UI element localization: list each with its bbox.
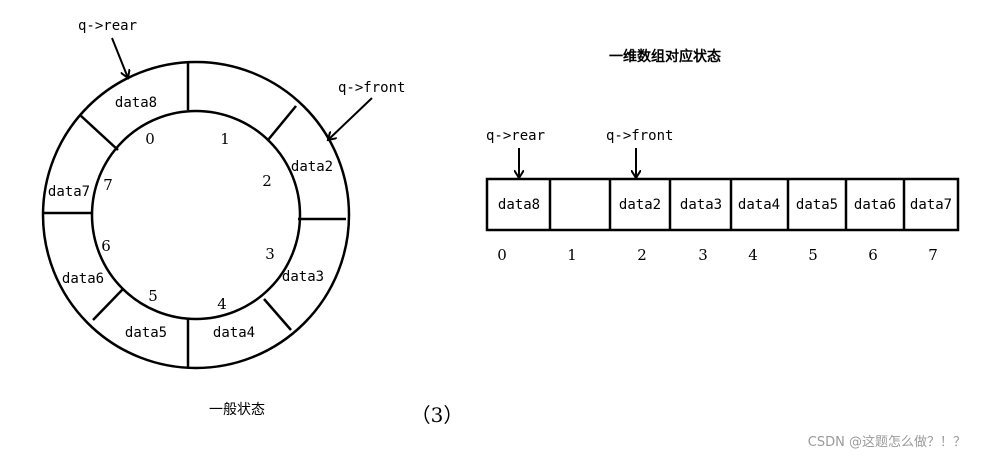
array-front-label: q->front: [606, 128, 673, 144]
array-index-label: 2: [637, 246, 647, 264]
array-index-label: 5: [808, 246, 818, 264]
array-cell-label: data7: [910, 197, 952, 213]
divider-3-4: [263, 298, 292, 331]
array-index-label: 6: [868, 246, 878, 264]
array-title: 一维数组对应状态: [609, 48, 721, 65]
ring-segment-label: data5: [125, 325, 167, 341]
ring-front-label: q->front: [338, 80, 405, 96]
inner-ring: [90, 109, 302, 321]
array-index-label: 0: [497, 246, 507, 264]
ring-index-label: 2: [262, 172, 272, 190]
ring-segment-label: data2: [291, 159, 333, 175]
ring-segment-label: data8: [115, 95, 157, 111]
ring-index-label: 7: [103, 176, 113, 194]
array-index-label: 4: [748, 246, 758, 264]
divider-7-0: [79, 114, 119, 151]
ring-caption: 一般状态: [209, 402, 265, 418]
ring-front-arrow: [328, 97, 373, 140]
circular-queue: data8 data2 data3 data4 data5 data6 data…: [41, 18, 405, 418]
ring-dividers: [42, 62, 346, 368]
ring-index-label: 4: [217, 295, 227, 313]
outer-ring: [41, 60, 351, 370]
ring-segment-label: data7: [48, 184, 90, 200]
ring-rear-label: q->rear: [78, 18, 137, 34]
array-index-label: 1: [567, 246, 577, 264]
ring-index-label: 5: [148, 287, 158, 305]
ring-index-label: 6: [101, 237, 111, 255]
divider-5-6: [92, 288, 124, 321]
array-cell-label: data4: [738, 197, 780, 213]
ring-segment-label: data4: [213, 325, 255, 341]
array-cell-label: data8: [498, 197, 540, 213]
array-index-label: 7: [928, 246, 938, 264]
array-cell-label: data6: [854, 197, 896, 213]
ring-rear-arrow: [111, 37, 128, 78]
array-box: [485, 177, 960, 232]
ring-segment-label: data6: [62, 271, 104, 287]
array-cell-label: data2: [619, 197, 661, 213]
ring-index-label: 1: [220, 130, 230, 148]
array-rear-label: q->rear: [486, 128, 545, 144]
array-index-label: 3: [698, 246, 708, 264]
ring-index-label: 3: [265, 245, 275, 263]
divider-1-2: [267, 105, 297, 141]
array-cell-label: data3: [680, 197, 722, 213]
ring-segment-label: data3: [282, 269, 324, 285]
array-cell-dividers: [548, 179, 906, 230]
watermark: CSDN @这题怎么做？！？: [808, 434, 966, 450]
array-cell-label: data5: [796, 197, 838, 213]
linear-array: 一维数组对应状态 q->rear q->front data8 data2 da…: [485, 48, 960, 264]
ring-index-label: 0: [145, 130, 155, 148]
figure-number: （3）: [411, 403, 464, 427]
